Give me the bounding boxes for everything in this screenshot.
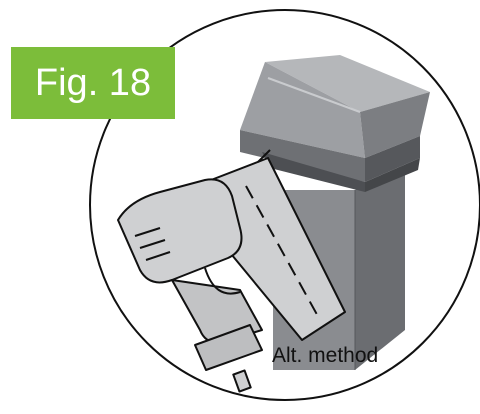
grip-line-2 (139, 239, 166, 249)
cap-band-front (240, 130, 365, 182)
cap-top (265, 55, 430, 112)
nail-gun-tip (257, 149, 271, 163)
nail-gun-foot (194, 324, 263, 371)
nail-gun-magazine-line (245, 185, 321, 321)
post-side-face (355, 168, 405, 370)
cap-slope-front (240, 62, 365, 158)
cap-skirt-side (365, 158, 420, 192)
cap-skirt-front (262, 152, 365, 192)
cap-slope-side (360, 92, 430, 158)
grip-line-3 (145, 251, 171, 261)
cap-band-side (365, 136, 420, 182)
figure-caption: Alt. method (272, 344, 379, 367)
post-cap-icon (240, 55, 430, 192)
nail-gun-head (117, 178, 243, 284)
figure-label: Fig. 18 (11, 47, 175, 119)
cap-highlight (267, 77, 361, 113)
nail-gun-trigger (204, 267, 241, 295)
nail-gun-nose (232, 369, 252, 393)
nail-gun-icon (117, 149, 346, 393)
grip-line-1 (134, 227, 161, 237)
